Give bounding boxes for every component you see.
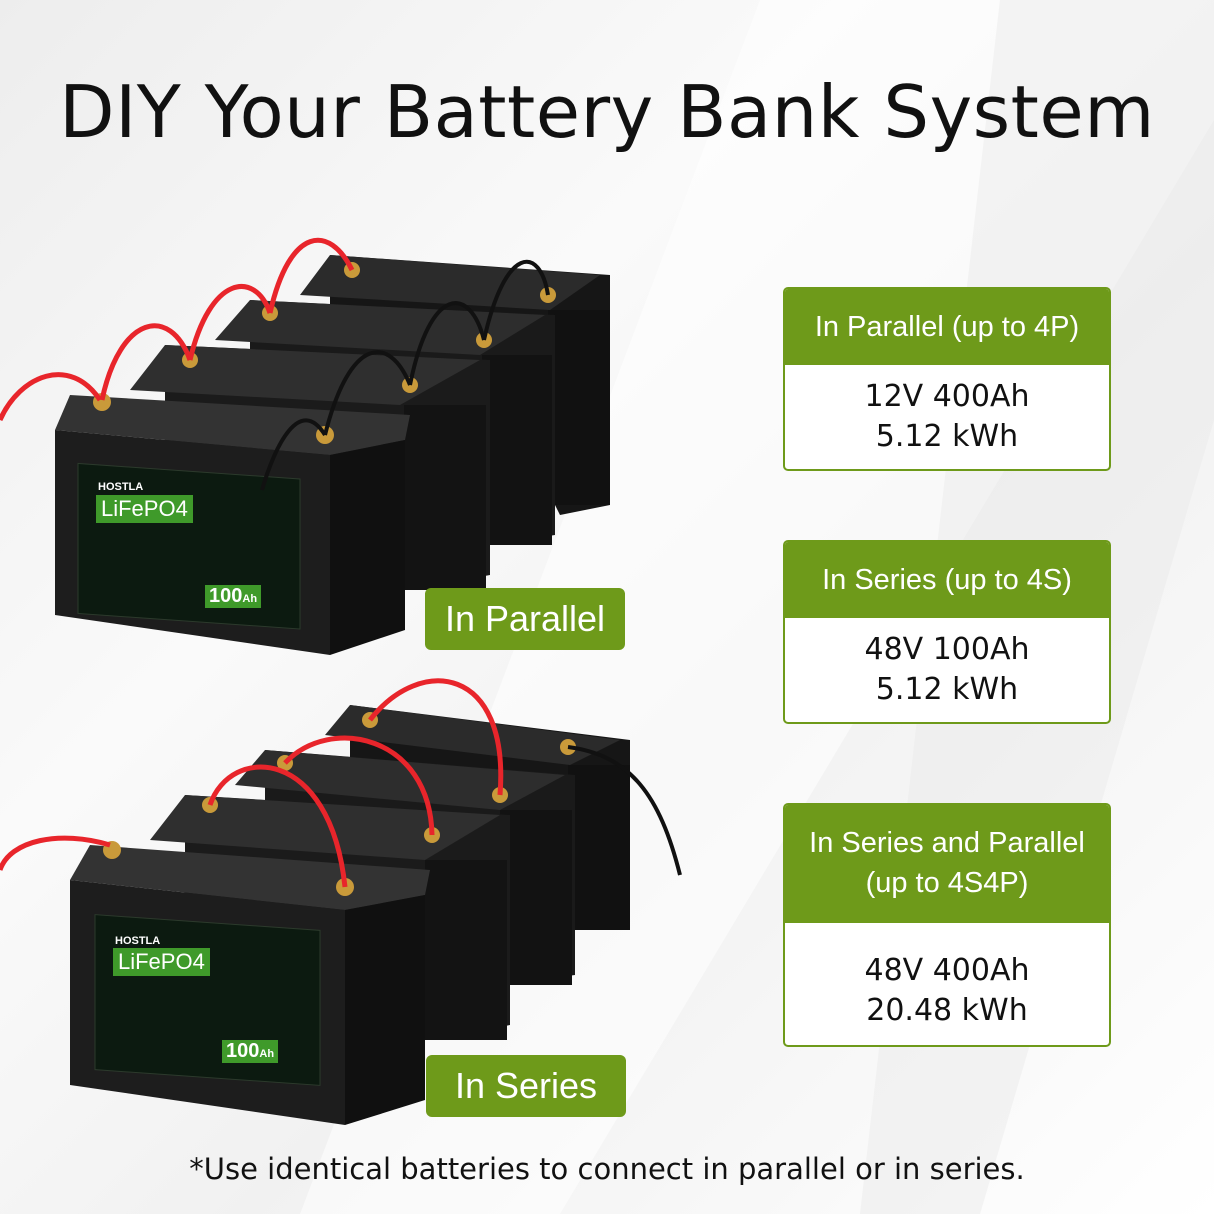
battery-chemistry: LiFePO4 [96, 495, 193, 523]
negative-cables [567, 745, 682, 876]
card-rating: 48V 400Ah [864, 953, 1030, 988]
battery-capacity: 100Ah [222, 1040, 279, 1063]
card-energy: 20.48 kWh [866, 993, 1028, 1028]
parallel-battery-bank: HOSTLA LiFePO4 100Ah [0, 215, 700, 685]
card-header: In Parallel (up to 4P) [785, 289, 1109, 365]
series-parallel-spec-card: In Series and Parallel (up to 4S4P) 48V … [783, 803, 1111, 1047]
card-energy: 5.12 kWh [875, 672, 1019, 707]
card-body: 12V 400Ah 5.12 kWh [785, 365, 1109, 457]
footnote: *Use identical batteries to connect in p… [189, 1152, 1025, 1186]
positive-cables [0, 237, 355, 422]
card-rating: 48V 100Ah [864, 632, 1030, 667]
battery-chemistry: LiFePO4 [113, 948, 210, 976]
card-body: 48V 100Ah 5.12 kWh [785, 618, 1109, 710]
battery-capacity: 100Ah [205, 585, 262, 608]
battery-front [70, 845, 430, 1125]
card-header-line1: In Series and Parallel [809, 827, 1085, 859]
parallel-spec-card: In Parallel (up to 4P) 12V 400Ah 5.12 kW… [783, 287, 1111, 471]
card-header-line2: (up to 4S4P) [865, 867, 1029, 899]
series-batteries-illustration [0, 678, 682, 1125]
battery-capacity-unit: Ah [242, 593, 258, 605]
card-header: In Series (up to 4S) [785, 542, 1109, 618]
battery-brand: HOSTLA [98, 481, 144, 493]
page-title: DIY Your Battery Bank System [59, 70, 1155, 154]
positive-cables [0, 678, 504, 888]
series-battery-bank: HOSTLA LiFePO4 100Ah [0, 665, 700, 1135]
negative-cables [260, 259, 550, 491]
series-spec-card: In Series (up to 4S) 48V 100Ah 5.12 kWh [783, 540, 1111, 724]
parallel-batteries-illustration [0, 237, 610, 655]
battery-brand: HOSTLA [115, 935, 161, 947]
battery-capacity-value: 100 [209, 585, 243, 607]
battery-capacity-value: 100 [226, 1040, 260, 1062]
series-label: In Series [426, 1055, 626, 1117]
battery-capacity-unit: Ah [259, 1048, 275, 1060]
card-header: In Series and Parallel (up to 4S4P) [785, 805, 1109, 923]
card-body: 48V 400Ah 20.48 kWh [785, 923, 1109, 1031]
battery-front [55, 395, 410, 655]
card-rating: 12V 400Ah [864, 379, 1030, 414]
card-energy: 5.12 kWh [875, 419, 1019, 454]
parallel-label: In Parallel [425, 588, 625, 650]
